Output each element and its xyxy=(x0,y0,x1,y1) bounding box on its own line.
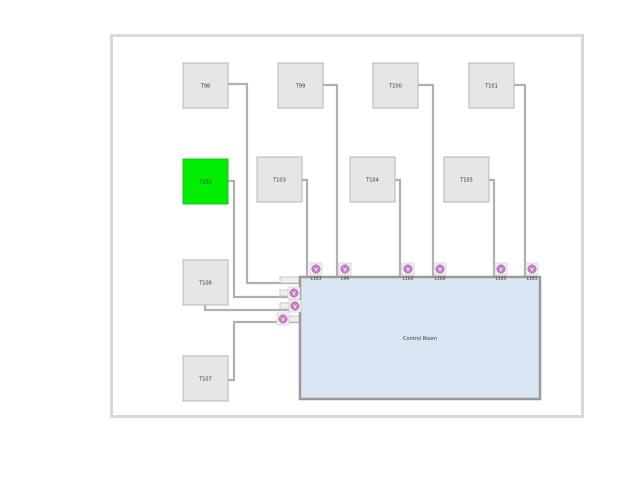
tank-label: T99 xyxy=(295,84,305,90)
tank-label: T105 xyxy=(459,178,473,184)
lamp-l107[interactable] xyxy=(276,312,290,326)
tank-t107[interactable]: T107 xyxy=(182,355,229,402)
tank-t102[interactable]: T102 xyxy=(182,158,229,205)
pipe-connector-1 xyxy=(279,276,301,284)
pipes-layer xyxy=(203,82,527,382)
lamp-icon xyxy=(340,264,350,274)
lamp-label: L105 xyxy=(495,276,506,282)
tank-label: T101 xyxy=(484,84,498,90)
lamp-l106[interactable] xyxy=(288,299,302,313)
lamp-icon xyxy=(290,301,300,311)
lamp-l102[interactable] xyxy=(287,286,301,300)
tank-box xyxy=(182,355,229,402)
tank-t105[interactable]: T105 xyxy=(443,156,490,203)
lamp-l103[interactable]: L103 xyxy=(309,262,323,282)
pipe-10 xyxy=(228,320,300,382)
tank-box xyxy=(372,62,419,109)
lamp-glyph xyxy=(314,267,318,272)
lamp-label: L99 xyxy=(341,276,349,282)
tank-box xyxy=(277,62,324,109)
tank-label: T100 xyxy=(388,84,402,90)
lamp-glyph xyxy=(499,267,503,272)
pipe-3 xyxy=(418,83,435,276)
lamp-l105[interactable]: L105 xyxy=(494,262,508,282)
tank-label: T103 xyxy=(272,178,286,184)
tank-label: T106 xyxy=(198,281,212,287)
pipe-2 xyxy=(323,83,339,276)
lamp-label: L100 xyxy=(434,276,445,282)
tank-t100[interactable]: T100 xyxy=(372,62,419,109)
lamp-l100[interactable]: L100 xyxy=(433,262,447,282)
control-room-layer: Control Room xyxy=(298,275,542,401)
tank-box xyxy=(443,156,490,203)
lamp-glyph xyxy=(292,291,296,296)
tank-t99[interactable]: T99 xyxy=(277,62,324,109)
lamp-glyph xyxy=(281,317,285,322)
lamp-label: L103 xyxy=(310,276,321,282)
pipe-5 xyxy=(228,179,300,299)
control-room-box xyxy=(298,275,542,401)
lamp-glyph xyxy=(343,267,347,272)
control-room[interactable]: Control Room xyxy=(298,275,542,401)
lamps-layer: L103 L99 L104 L100 L105 L101 xyxy=(276,262,539,326)
pipe-9 xyxy=(203,305,300,312)
tank-box xyxy=(468,62,515,109)
lamp-glyph xyxy=(293,304,297,309)
lamp-icon xyxy=(403,264,413,274)
lamp-l104[interactable]: L104 xyxy=(401,262,415,282)
tank-label: T98 xyxy=(200,84,210,90)
pipe-7 xyxy=(395,178,402,276)
tank-t106[interactable]: T106 xyxy=(182,259,229,306)
tank-box xyxy=(182,259,229,306)
tank-t101[interactable]: T101 xyxy=(468,62,515,109)
tank-t104[interactable]: T104 xyxy=(349,156,396,203)
tank-box xyxy=(182,158,229,205)
pipe-6 xyxy=(302,178,309,276)
lamp-l99[interactable]: L99 xyxy=(338,262,352,282)
pipe-1 xyxy=(228,82,300,285)
control-room-label: Control Room xyxy=(403,336,437,342)
lamp-icon xyxy=(435,264,445,274)
tank-t103[interactable]: T103 xyxy=(256,156,303,203)
lamp-glyph xyxy=(530,267,534,272)
tank-box xyxy=(256,156,303,203)
pipe-8 xyxy=(489,178,496,276)
lamp-icon xyxy=(289,288,299,298)
tank-t98[interactable]: T98 xyxy=(182,62,229,109)
lamp-icon xyxy=(527,264,537,274)
lamp-icon xyxy=(278,314,288,324)
lamp-l101[interactable]: L101 xyxy=(525,262,539,282)
tank-box xyxy=(349,156,396,203)
pipe-4 xyxy=(514,83,527,276)
lamp-glyph xyxy=(438,267,442,272)
tank-label: T107 xyxy=(198,377,212,383)
tank-label: T102 xyxy=(198,180,212,186)
lamp-label: L104 xyxy=(402,276,413,282)
lamp-icon xyxy=(311,264,321,274)
lamp-glyph xyxy=(406,267,410,272)
tank-box xyxy=(182,62,229,109)
tank-label: T104 xyxy=(365,178,379,184)
lamp-icon xyxy=(496,264,506,274)
lamp-label: L101 xyxy=(526,276,537,282)
